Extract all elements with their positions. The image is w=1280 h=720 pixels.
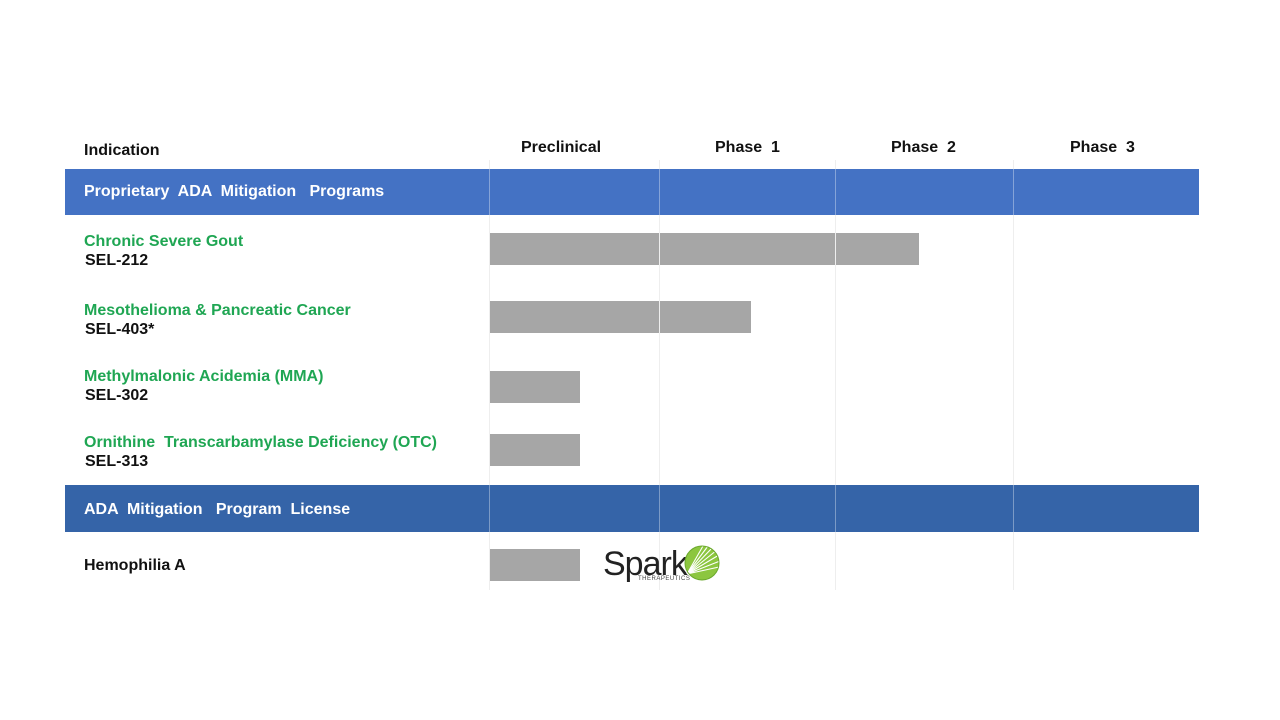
band-divider xyxy=(489,169,490,215)
indication-label: Methylmalonic Acidemia (MMA) xyxy=(84,368,324,385)
section-band-proprietary: Proprietary ADA Mitigation Programs xyxy=(65,169,1199,215)
header-indication: Indication xyxy=(84,142,160,159)
progress-segment xyxy=(490,301,659,333)
band-divider xyxy=(835,169,836,215)
section-label: Proprietary ADA Mitigation Programs xyxy=(84,183,385,200)
indication-label: Hemophilia A xyxy=(84,557,186,574)
indication-label: Chronic Severe Gout xyxy=(84,233,244,250)
logo-wordmark: Spark xyxy=(603,545,688,583)
progress-bar xyxy=(490,434,580,466)
progress-segment xyxy=(490,371,580,403)
progress-bar xyxy=(490,233,919,265)
section-label: ADA Mitigation Program License xyxy=(84,501,351,518)
band-divider xyxy=(489,485,490,532)
progress-segment xyxy=(490,549,580,581)
spark-therapeutics-logo: Spark THERAPEUTICS xyxy=(603,543,721,587)
column-divider xyxy=(835,160,836,590)
program-code: SEL-302 xyxy=(85,387,149,404)
indication-label: Mesothelioma & Pancreatic Cancer xyxy=(84,302,351,319)
header-preclinical: Preclinical xyxy=(521,139,602,156)
program-code: SEL-403* xyxy=(85,321,155,338)
progress-segment xyxy=(836,233,919,265)
progress-bar xyxy=(490,301,751,333)
column-divider xyxy=(489,160,490,590)
progress-bar xyxy=(490,371,580,403)
header-phase-2: Phase 2 xyxy=(891,139,956,156)
logo-subtitle: THERAPEUTICS xyxy=(638,576,691,582)
header-phase-1: Phase 1 xyxy=(715,139,780,156)
progress-segment xyxy=(490,434,580,466)
program-code: SEL-313 xyxy=(85,453,149,470)
band-divider xyxy=(659,485,660,532)
progress-bar xyxy=(490,549,580,581)
band-divider xyxy=(1013,485,1014,532)
indication-label: Ornithine Transcarbamylase Deficiency (O… xyxy=(84,434,438,451)
band-divider xyxy=(835,485,836,532)
progress-segment xyxy=(490,233,659,265)
section-band-license: ADA Mitigation Program License xyxy=(65,485,1199,532)
spark-leaf-icon xyxy=(684,545,721,581)
program-code: SEL-212 xyxy=(85,252,149,269)
band-divider xyxy=(1013,169,1014,215)
progress-segment xyxy=(660,233,835,265)
progress-segment xyxy=(660,301,751,333)
header-phase-3: Phase 3 xyxy=(1070,139,1135,156)
band-divider xyxy=(659,169,660,215)
column-divider xyxy=(1013,160,1014,590)
column-divider xyxy=(659,160,660,590)
